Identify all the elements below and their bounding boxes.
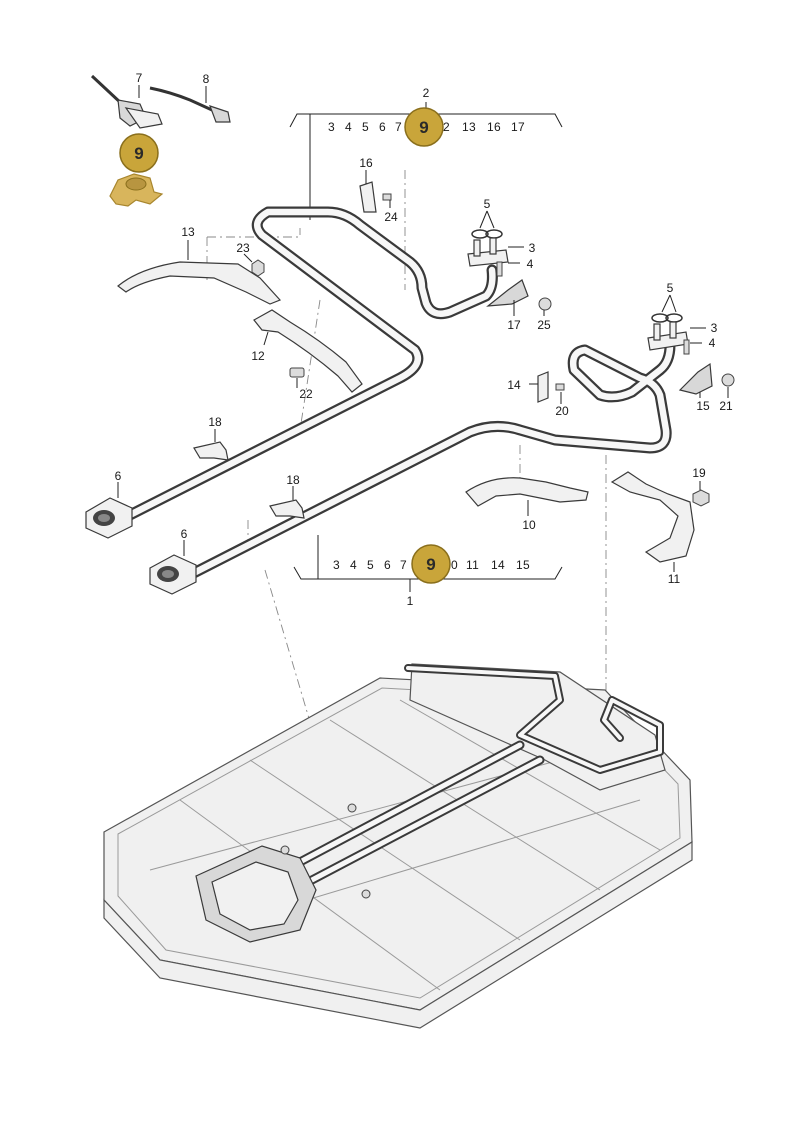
part-5-flange-upper	[467, 229, 509, 277]
part-18-clip-lower	[269, 499, 305, 519]
callout-5-upper: 5	[484, 197, 491, 211]
part-14-bracket	[537, 371, 549, 403]
callout-15: 15	[696, 399, 710, 413]
badge-9-top: 9	[404, 107, 444, 147]
callout-19: 19	[692, 466, 706, 480]
callout-24: 24	[384, 210, 398, 224]
callout-18-upper: 18	[208, 415, 222, 429]
callout-7: 7	[136, 71, 143, 85]
part-24-bolt	[382, 193, 392, 201]
callout-6-lower: 6	[181, 527, 188, 541]
callout-10: 10	[522, 518, 536, 532]
callout-4-upper: 4	[527, 257, 534, 271]
part-15-bracket	[678, 362, 713, 395]
svg-text:9: 9	[426, 555, 435, 574]
part-20-bolt	[555, 383, 565, 391]
part-5-flange-lower	[647, 313, 690, 355]
part-8-cable	[149, 86, 231, 123]
callout-12: 12	[251, 349, 265, 363]
callout-23: 23	[236, 241, 250, 255]
callout-3-lower: 3	[711, 321, 718, 335]
svg-text:9: 9	[134, 144, 143, 163]
connector-6-upper	[85, 497, 133, 539]
badge-9-left: 9	[119, 133, 159, 173]
callout-22: 22	[299, 387, 313, 401]
part-10-bracket	[465, 477, 589, 507]
callout-8: 8	[203, 72, 210, 86]
group-number-bottom: 1	[407, 594, 414, 608]
callout-20: 20	[555, 404, 569, 418]
coolant-pipe-lower	[174, 339, 676, 586]
part-11-bracket	[610, 471, 695, 563]
callout-4-lower: 4	[709, 336, 716, 350]
part-23-nut	[251, 259, 265, 277]
part-16-bracket	[359, 181, 377, 213]
badge-9-bottom: 9	[411, 544, 451, 584]
callout-16: 16	[359, 156, 373, 170]
part-19-nut	[692, 489, 710, 507]
part-17-bracket	[486, 279, 529, 307]
part-18-clip-upper	[193, 441, 229, 461]
callout-25: 25	[537, 318, 551, 332]
callout-14: 14	[507, 378, 521, 392]
svg-text:9: 9	[419, 118, 428, 137]
part-22-bolt	[289, 367, 305, 378]
part-12-bracket	[253, 309, 363, 393]
callout-5-lower: 5	[667, 281, 674, 295]
part-9-highlight	[109, 173, 164, 207]
part-7-clip	[90, 74, 163, 129]
callout-6-upper: 6	[115, 469, 122, 483]
group-number-top: 2	[423, 86, 430, 100]
callout-11: 11	[668, 572, 681, 586]
group-parts-bottom: 3 4 5 6 7 0 11 14 15	[333, 558, 530, 572]
coolant-pipe-upper	[114, 206, 498, 526]
callout-labels: 7 8 16 24 13 23 5 3 4 17 25 12 22 5 3 4 …	[115, 71, 733, 586]
callout-18-lower: 18	[286, 473, 300, 487]
battery-tray	[103, 663, 693, 1029]
connector-6-lower	[149, 554, 197, 595]
part-21-bolt	[721, 373, 735, 387]
callout-17: 17	[507, 318, 521, 332]
callout-13: 13	[181, 225, 195, 239]
group-parts-top: 3 4 5 6 7 2 13 16 17	[328, 120, 525, 134]
part-25-bolt	[538, 297, 552, 311]
callout-21: 21	[719, 399, 733, 413]
leader-lines	[117, 85, 729, 572]
group-bracket-top: 2 3 4 5 6 7 2 13 16 17	[289, 86, 563, 220]
callout-3-upper: 3	[529, 241, 536, 255]
